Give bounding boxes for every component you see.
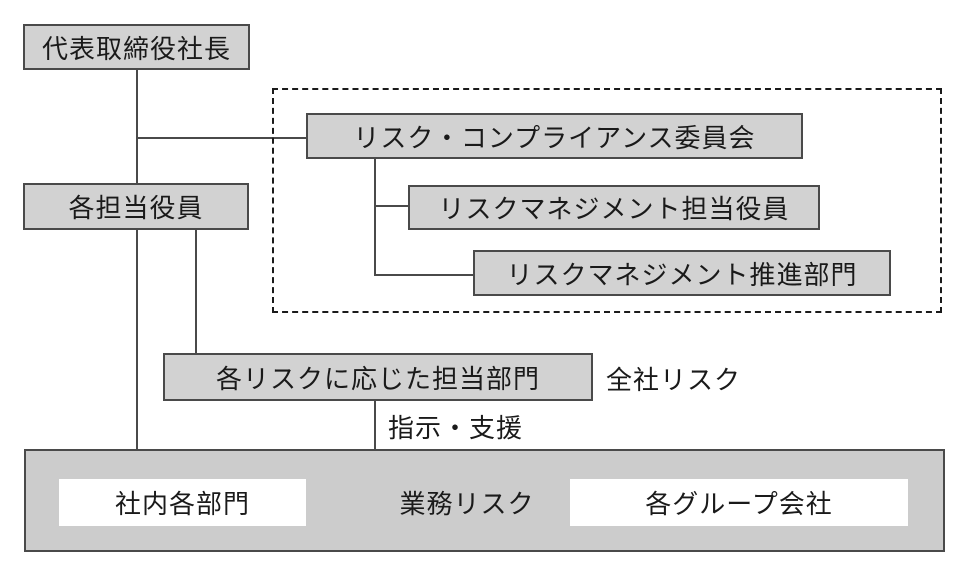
connector-officers-to-risk-depts — [195, 230, 197, 353]
connector-to-rm-officer — [374, 205, 408, 207]
connector-risk-depts-to-bottom — [374, 401, 376, 449]
node-risk-compliance-committee: リスク・コンプライアンス委員会 — [306, 113, 803, 159]
label-instruction-support: 指示・支援 — [388, 414, 524, 444]
risk-management-group-frame — [272, 88, 942, 313]
node-internal-departments: 社内各部門 — [59, 479, 306, 526]
connector-president-down — [136, 70, 138, 183]
node-officers: 各担当役員 — [23, 183, 249, 230]
node-risk-management-promotion-dept: リスクマネジメント推進部門 — [473, 250, 891, 296]
connector-officers-down — [136, 230, 138, 449]
node-risk-response-depts: 各リスクに応じた担当部門 — [163, 353, 593, 401]
node-risk-management-officer: リスクマネジメント担当役員 — [408, 185, 820, 230]
node-president: 代表取締役社長 — [23, 24, 250, 70]
connector-to-rm-dept — [374, 274, 473, 276]
connector-committee-down — [374, 158, 376, 276]
node-group-companies: 各グループ会社 — [570, 479, 908, 526]
label-business-risk: 業務リスク — [399, 490, 535, 520]
connector-to-committee — [136, 137, 306, 139]
label-company-wide-risk: 全社リスク — [606, 366, 742, 396]
